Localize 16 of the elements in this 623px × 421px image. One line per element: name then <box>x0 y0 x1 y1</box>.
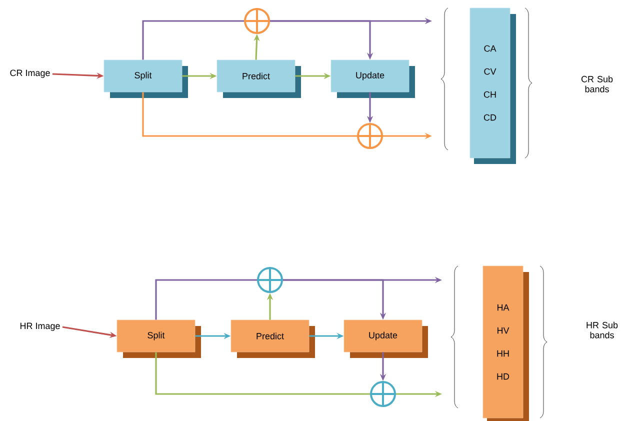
subband-column: CA CV CH CD <box>470 8 516 164</box>
subband-column: HA HV HH HD <box>482 266 529 421</box>
adder-symbol <box>356 122 384 150</box>
process-box: Predict <box>230 320 315 358</box>
image-label: HR Image <box>20 322 60 331</box>
process-box: Update <box>344 320 428 358</box>
process-box: Split <box>116 320 201 358</box>
subbands-label: HR Sub bands <box>586 322 618 338</box>
image-label: CR Image <box>10 70 50 78</box>
adder-symbol <box>243 7 271 35</box>
process-box: Update <box>330 60 415 98</box>
adder-symbol <box>369 380 397 408</box>
subbands-label: CR Sub bands <box>581 76 613 92</box>
adder-symbol <box>256 266 284 294</box>
process-box: Predict <box>216 60 301 98</box>
process-box: Split <box>104 60 188 98</box>
